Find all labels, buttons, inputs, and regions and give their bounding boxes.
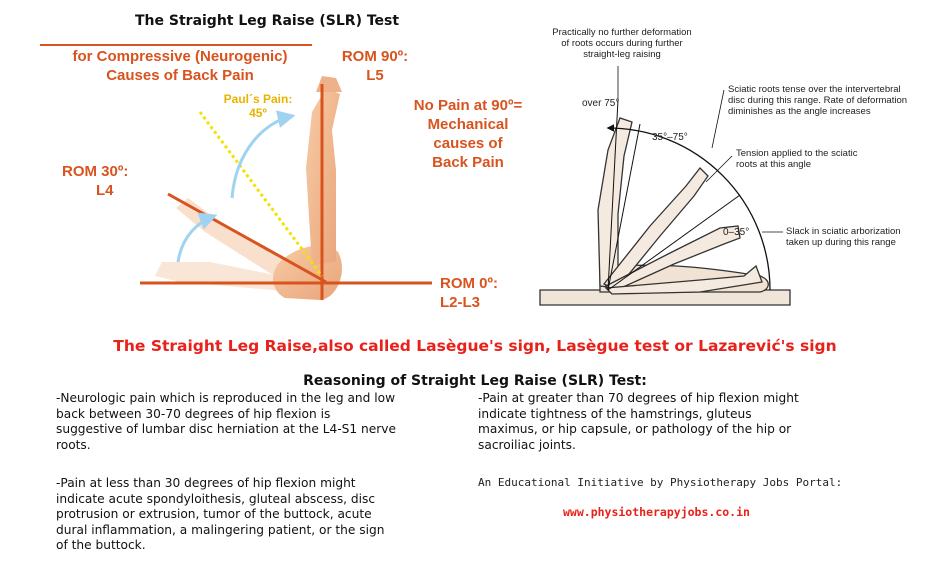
left-p2-line4: dural inflammation, a malingering patien… xyxy=(56,522,385,537)
no-pain-label: No Pain at 90º= Mechanical causes of Bac… xyxy=(398,96,538,172)
left-p1-line1: -Neurologic pain which is reproduced in … xyxy=(56,391,396,405)
leg-60 xyxy=(602,167,709,291)
note-tension-line1: Tension applied to the sciatic xyxy=(736,148,858,159)
subtitle: The Straight Leg Raise,also called Lasèg… xyxy=(113,337,837,355)
rom30-label-line1: ROM 30º: xyxy=(62,163,129,180)
note-tense-line3: diminishes as the angle increases xyxy=(728,106,871,117)
note-no-further-deformation: Practically no further deformation of ro… xyxy=(534,27,710,60)
rom0-label-line2: L2-L3 xyxy=(440,294,481,311)
leg-upright xyxy=(597,117,633,289)
left-p2-line2: indicate acute spondyloithesis, gluteal … xyxy=(56,491,376,506)
pauls-pain-line2: 45º xyxy=(249,106,267,120)
note-tense-line2: disc during this range. Rate of deformat… xyxy=(728,95,908,106)
ray-85 xyxy=(607,99,619,291)
rom90-label-line1: ROM 90º: xyxy=(341,48,409,65)
note-top-line1: Practically no further deformation xyxy=(552,27,692,38)
pauls-pain-label: Paul´s Pain: 45º xyxy=(208,92,308,120)
rom30-label: ROM 30º: L4 xyxy=(62,162,152,200)
right-p1-line1: -Pain at greater than 70 degrees of hip … xyxy=(478,391,799,405)
note-slack-line2: taken up during this range xyxy=(786,237,896,248)
right-column-para1: -Pain at greater than 70 degrees of hip … xyxy=(478,391,898,453)
ray-35 xyxy=(607,194,741,291)
angle-arc xyxy=(606,124,771,291)
credit-line: An Educational Initiative by Physiothera… xyxy=(478,476,843,489)
slr-diagram xyxy=(40,44,791,306)
left-p2-line3: protrusion or extrusion, tumor of the bu… xyxy=(56,507,372,521)
left-p1-line4: roots. xyxy=(56,437,91,452)
compressive-label: for Compressive (Neurogenic) Causes of B… xyxy=(48,47,312,85)
left-p1-line2: back between 30-70 degrees of hip flexio… xyxy=(56,406,331,421)
pauls-line xyxy=(198,111,324,277)
leader-tense xyxy=(711,89,725,149)
right-p1-line3: maximus, or hip capsule, or pathology of… xyxy=(478,422,792,436)
note-tension-line2: roots at this angle xyxy=(736,159,811,170)
leader-tension xyxy=(705,155,733,183)
no-pain-line3: causes of xyxy=(433,135,503,152)
note-slack: Slack in sciatic arborization taken up d… xyxy=(786,226,946,248)
rom0-label: ROM 0º: L2-L3 xyxy=(440,274,530,312)
note-top-line3: straight-leg raising xyxy=(583,49,661,60)
angle-label-0-35: 0–35° xyxy=(723,227,750,238)
compressive-label-line2: Causes of Back Pain xyxy=(106,67,254,84)
rom30-line xyxy=(167,192,327,284)
angle-label-over-75: over 75° xyxy=(582,98,620,109)
no-pain-line4: Back Pain xyxy=(432,154,504,171)
left-column-para2: -Pain at less than 30 degrees of hip fle… xyxy=(56,476,476,554)
leg-35 xyxy=(604,225,741,293)
note-top-line2: of roots occurs during further xyxy=(561,38,683,49)
ray-75 xyxy=(607,123,641,291)
page-title: The Straight Leg Raise (SLR) Test xyxy=(135,13,400,29)
motion-arrow-upper xyxy=(230,110,296,199)
right-p1-line4: sacroiliac joints. xyxy=(478,437,576,452)
right-figure xyxy=(539,117,791,306)
no-pain-line2: Mechanical xyxy=(427,116,509,133)
leg-flat xyxy=(604,264,763,295)
no-pain-line1: No Pain at 90º= xyxy=(413,97,523,114)
angle-label-35-75: 35°–75° xyxy=(652,132,688,143)
left-column-para1: -Neurologic pain which is reproduced in … xyxy=(56,391,476,453)
pauls-pain-line1: Paul´s Pain: xyxy=(223,92,293,106)
note-tension-applied: Tension applied to the sciatic roots at … xyxy=(736,148,926,170)
note-tense-line1: Sciatic roots tense over the interverteb… xyxy=(728,84,901,95)
note-roots-tense: Sciatic roots tense over the interverteb… xyxy=(728,84,938,117)
left-p2-line5: of the buttock. xyxy=(56,538,146,552)
rom30-label-line2: L4 xyxy=(96,182,114,199)
left-p1-line3: suggestive of lumbar disc herniation at … xyxy=(56,422,396,436)
rom0-label-line1: ROM 0º: xyxy=(440,275,498,292)
reasoning-heading: Reasoning of Straight Leg Raise (SLR) Te… xyxy=(303,373,647,389)
compressive-label-line1: for Compressive (Neurogenic) xyxy=(72,48,288,65)
note-slack-line1: Slack in sciatic arborization xyxy=(786,226,901,237)
rom90-label-line2: L5 xyxy=(366,67,384,84)
motion-arrow-lower xyxy=(176,212,218,263)
right-p1-line2: indicate tightness of the hamstrings, gl… xyxy=(478,406,752,421)
website-link[interactable]: www.physiotherapyjobs.co.in xyxy=(563,505,750,519)
left-p2-line1: -Pain at less than 30 degrees of hip fle… xyxy=(56,476,356,490)
rom90-label: ROM 90º: L5 xyxy=(330,47,420,85)
